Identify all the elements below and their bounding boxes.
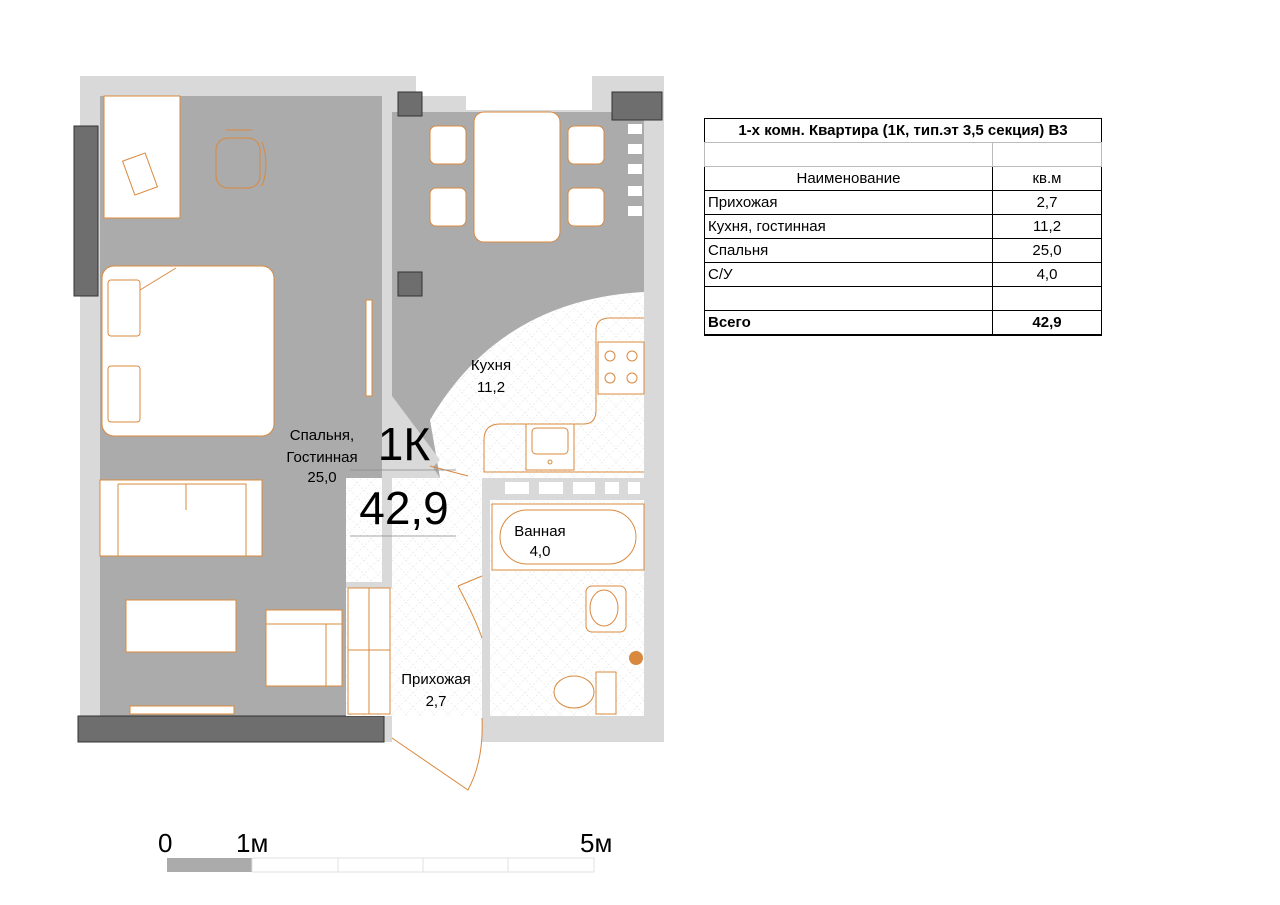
header-area: кв.м <box>992 166 1102 191</box>
hallway-closet <box>347 587 391 715</box>
room-label-hallway: Прихожая <box>401 671 471 688</box>
armchair <box>265 609 343 687</box>
desk-chair <box>215 129 267 189</box>
table-blank-row <box>704 142 1102 167</box>
table-row: С/У 4,0 <box>704 262 1102 287</box>
room-label-living: Спальня, <box>290 427 354 444</box>
table-title: 1-х комн. Квартира (1К, тип.эт 3,5 секци… <box>704 118 1102 143</box>
scale-label-5m: 5м <box>580 828 612 858</box>
window-left <box>73 125 99 297</box>
tv-stand <box>125 599 237 653</box>
window-bottom <box>77 715 385 743</box>
room-label-bathroom: Ванная <box>514 523 565 540</box>
stove <box>597 341 645 395</box>
area-table: 1-х комн. Квартира (1К, тип.эт 3,5 секци… <box>704 118 1102 336</box>
desk <box>103 95 181 219</box>
dining-chair <box>567 125 605 165</box>
sofa <box>99 479 263 557</box>
apartment-total-area: 42,9 <box>359 482 449 534</box>
dining-chair <box>429 187 467 227</box>
table-header-row: Наименование кв.м <box>704 166 1102 191</box>
column <box>397 271 423 297</box>
room-label-kitchen: Кухня <box>471 357 511 374</box>
room-area-kitchen: 11,2 <box>477 379 505 396</box>
wardrobe-door <box>365 299 373 397</box>
bed <box>101 265 275 437</box>
room-area-living: 25,0 <box>307 469 336 486</box>
dining-table <box>473 111 561 243</box>
apartment-type: 1К <box>378 418 431 470</box>
dining-chair <box>429 125 467 165</box>
table-total-row: Всего 42,9 <box>704 310 1102 336</box>
column <box>611 91 663 121</box>
radiator <box>129 705 235 715</box>
dining-chair <box>567 187 605 227</box>
table-title-row: 1-х комн. Квартира (1К, тип.эт 3,5 секци… <box>704 118 1102 143</box>
room-area-hallway: 2,7 <box>426 693 447 710</box>
room-label-living-2: Гостинная <box>286 449 357 466</box>
scale-label-1m: 1м <box>236 828 268 858</box>
entrance-door <box>391 717 483 791</box>
toilet <box>553 671 617 715</box>
kitchen-work-area <box>430 292 644 478</box>
bathroom-sink <box>585 585 627 633</box>
scale-bar: 0 1м 5м <box>158 828 612 873</box>
table-row: Спальня 25,0 <box>704 238 1102 263</box>
floor-plan: Спальня, Гостинная 25,0 Кухня 11,2 Ванна… <box>73 76 664 873</box>
kitchen-counter <box>483 317 644 473</box>
total-label: Всего <box>704 310 993 336</box>
kitchen-sink <box>525 423 575 471</box>
water-heater <box>629 651 643 665</box>
table-row <box>704 286 1102 311</box>
scale-label-0: 0 <box>158 828 172 858</box>
header-name: Наименование <box>704 166 993 191</box>
bathroom-door <box>457 575 483 639</box>
table-row: Прихожая 2,7 <box>704 190 1102 215</box>
table-row: Кухня, гостинная 11,2 <box>704 214 1102 239</box>
column <box>397 91 423 117</box>
bathtub <box>491 503 645 571</box>
room-area-bathroom: 4,0 <box>530 543 551 560</box>
total-value: 42,9 <box>992 310 1102 336</box>
kitchen-door <box>429 465 469 477</box>
